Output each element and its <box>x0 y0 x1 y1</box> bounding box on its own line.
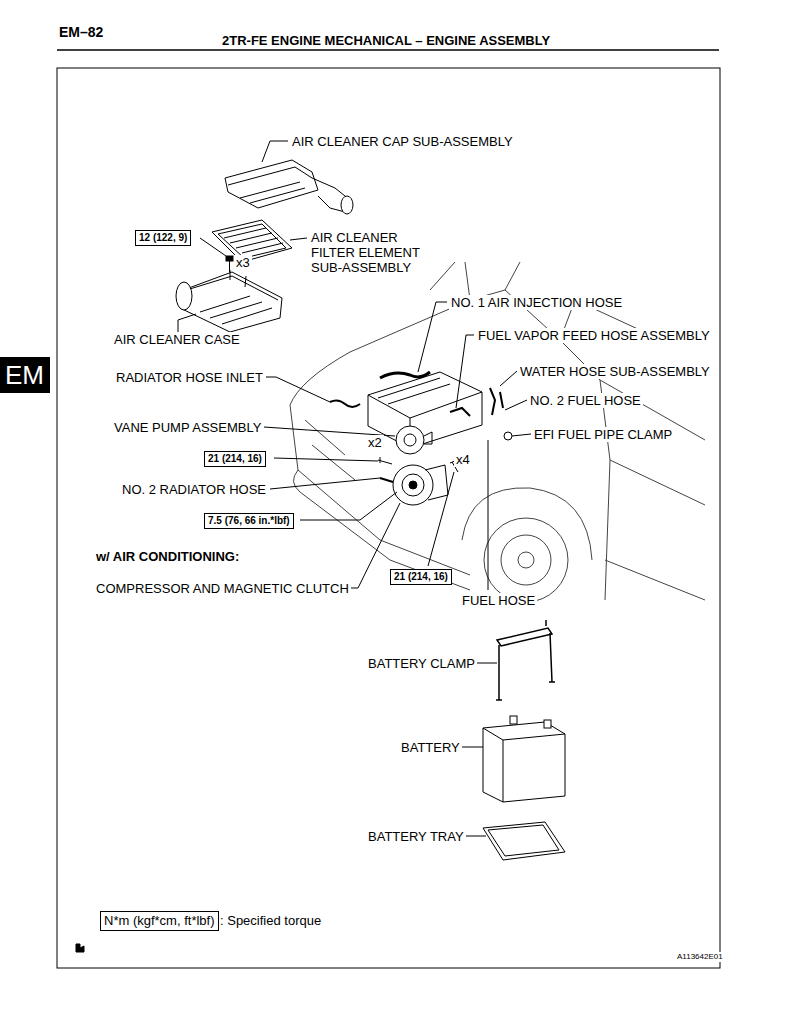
torque-value: 7.5 (76, 66 in.*lbf) <box>208 515 290 526</box>
torque-value: 21 (214, 16) <box>394 571 448 582</box>
part-name: FUEL HOSE <box>460 593 537 608</box>
part-name: NO. 1 AIR INJECTION HOSE <box>449 295 624 310</box>
bolt <box>226 256 233 272</box>
part-name: BATTERY CLAMP <box>366 656 477 671</box>
battery-box <box>483 716 565 802</box>
air-cleaner-case <box>176 270 282 332</box>
part-name: NO. 2 RADIATOR HOSE <box>120 482 268 497</box>
part-name: RADIATOR HOSE INLET <box>114 370 265 385</box>
part-name: AIR CLEANER CASE <box>112 332 242 347</box>
torque-value: 12 (122, 9) <box>139 232 187 243</box>
page-symbol <box>76 944 84 952</box>
compressor <box>380 465 448 505</box>
part-name: EFI FUEL PIPE CLAMP <box>532 427 674 442</box>
part-name: BATTERY TRAY <box>366 829 466 844</box>
torque-value: 21 (214, 16) <box>208 453 262 464</box>
legend-text: : Specified torque <box>218 913 323 928</box>
note: w/ AIR CONDITIONING: <box>94 549 241 564</box>
filter-element <box>212 220 292 262</box>
torque-box: 12 (122, 9) <box>135 230 191 246</box>
quantity: x2 <box>366 435 384 450</box>
page-number: EM–82 <box>57 25 105 40</box>
part-name: FUEL VAPOR FEED HOSE ASSEMBLY <box>476 328 712 343</box>
tab-text: EM <box>5 360 44 390</box>
part-name: AIR CLEANER FILTER ELEMENT SUB-ASSEMBLY <box>309 230 441 275</box>
page-title: 2TR-FE ENGINE MECHANICAL – ENGINE ASSEMB… <box>220 33 552 48</box>
frame <box>57 68 720 968</box>
vane-pump <box>396 426 432 454</box>
vehicle-outline <box>290 262 705 602</box>
torque-legend-box: N*m (kgf*cm, ft*lbf) <box>100 911 219 931</box>
battery-clamp <box>496 620 555 700</box>
figure-id: A113642E01 <box>675 952 725 962</box>
part-name: BATTERY <box>399 740 462 755</box>
air-cleaner-cap <box>225 160 353 214</box>
torque-box: 21 (214, 16) <box>390 569 452 585</box>
quantity: x4 <box>454 452 472 467</box>
header-rule <box>57 49 719 51</box>
part-name: VANE PUMP ASSEMBLY <box>112 420 263 435</box>
quantity: x3 <box>234 255 252 270</box>
part-name: AIR CLEANER CAP SUB-ASSEMBLY <box>290 134 515 149</box>
part-name: COMPRESSOR AND MAGNETIC CLUTCH <box>94 581 351 596</box>
part-name: NO. 2 FUEL HOSE <box>528 393 643 408</box>
torque-box: 7.5 (76, 66 in.*lbf) <box>204 513 294 529</box>
torque-value: N*m (kgf*cm, ft*lbf) <box>104 913 215 928</box>
section-tab: EM <box>0 357 50 393</box>
torque-box: 21 (214, 16) <box>204 451 266 467</box>
battery-tray <box>483 822 565 860</box>
part-name: WATER HOSE SUB-ASSEMBLY <box>518 364 712 379</box>
